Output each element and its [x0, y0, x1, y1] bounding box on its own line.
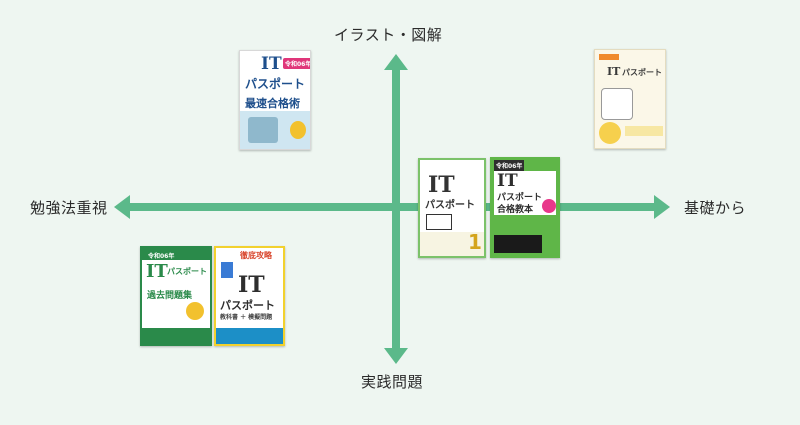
book-it-text: IT	[238, 272, 265, 298]
book-it-text: IT	[497, 171, 518, 191]
book-number-badge: 1	[468, 230, 482, 254]
book-cover-goukaku-kyouhon[interactable]: 令和06年 IT パスポート 合格教本	[490, 157, 560, 258]
book-title: パスポート	[497, 193, 543, 203]
axis-label-top: イラスト・図解	[334, 26, 443, 44]
book-top-tag	[599, 54, 619, 60]
book-band	[625, 126, 663, 136]
vertical-axis	[384, 54, 408, 364]
book-cover-kakomon[interactable]: 令和06年 IT パスポート 過去問題集	[140, 246, 212, 346]
axis-label-bottom: 実践問題	[361, 373, 424, 391]
book-sticker	[542, 199, 556, 213]
book-bottom-band	[494, 235, 542, 253]
book-subtitle: 合格教本	[497, 205, 534, 215]
book-title: パスポート	[167, 267, 207, 276]
book-cover-saisoku[interactable]: IT 令和06年 パスポート 最速合格術	[239, 50, 311, 150]
book-sticker	[290, 121, 306, 139]
axis-label-left: 勉強法重視	[30, 199, 108, 217]
book-it-text: IT	[428, 172, 455, 198]
book-it-text: IT	[607, 65, 621, 78]
book-bottom-band	[142, 328, 210, 344]
book-cover-center-white[interactable]: IT パスポート 1	[418, 158, 486, 258]
bottom-arrow-head	[384, 348, 408, 364]
book-subtitle: 教科書 ＋ 模擬問題	[220, 314, 273, 321]
book-title: パスポート	[245, 77, 306, 91]
axis-label-right: 基礎から	[684, 199, 747, 217]
book-edition-tag	[221, 262, 233, 278]
book-title: パスポート	[622, 68, 662, 77]
book-sticker	[599, 122, 621, 144]
book-subtitle: 過去問題集	[147, 291, 193, 301]
top-arrow-head	[384, 54, 408, 70]
book-it-text: IT	[146, 261, 168, 282]
book-top-band	[142, 248, 210, 260]
book-header: 徹底攻略	[240, 251, 272, 260]
book-cover-tettei-kouryaku[interactable]: 徹底攻略 IT パスポート 教科書 ＋ 模擬問題	[214, 246, 285, 346]
book-it-text: IT	[261, 54, 282, 74]
book-title: パスポート	[220, 299, 275, 312]
book-bottom-band	[216, 328, 283, 344]
book-illustration-figure	[248, 117, 278, 143]
book-title: パスポート	[425, 200, 475, 211]
left-arrow-head	[114, 195, 130, 219]
book-illustration-computer	[601, 88, 633, 120]
book-year-badge: 令和06年	[283, 58, 310, 69]
book-year-badge: 令和06年	[148, 253, 175, 260]
book-year-badge: 令和06年	[494, 160, 525, 171]
book-bottom-band	[420, 232, 484, 256]
book-subtitle: 最速合格術	[245, 97, 300, 110]
book-sticker	[186, 302, 204, 320]
book-cover-illustrated[interactable]: IT パスポート	[594, 49, 666, 149]
right-arrow-head	[654, 195, 670, 219]
book-box	[426, 214, 452, 230]
